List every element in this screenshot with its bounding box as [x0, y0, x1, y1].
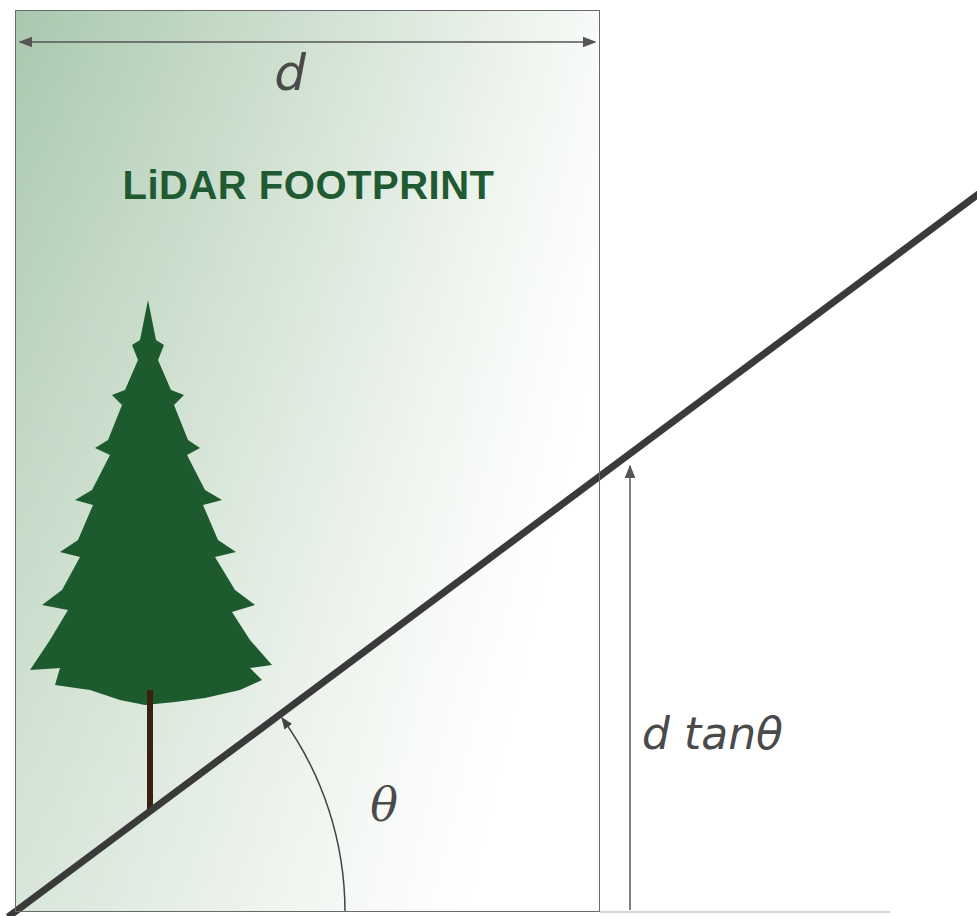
slope-line — [8, 193, 977, 916]
footprint-box: LiDAR FOOTPRINT — [15, 10, 600, 912]
ground-line — [600, 911, 890, 913]
tree-crown — [30, 300, 272, 705]
angle-arc — [282, 718, 345, 912]
angle-label: θ — [370, 782, 398, 828]
tree-trunk — [147, 690, 153, 812]
height-arrow — [629, 466, 631, 910]
dimension-label: d — [274, 48, 306, 98]
footprint-fade — [15, 10, 600, 912]
footprint-title: LiDAR FOOTPRINT — [123, 163, 495, 207]
footprint-ground — [15, 10, 600, 912]
height-label: d tanθ — [642, 712, 783, 756]
width-dimension — [20, 41, 595, 43]
